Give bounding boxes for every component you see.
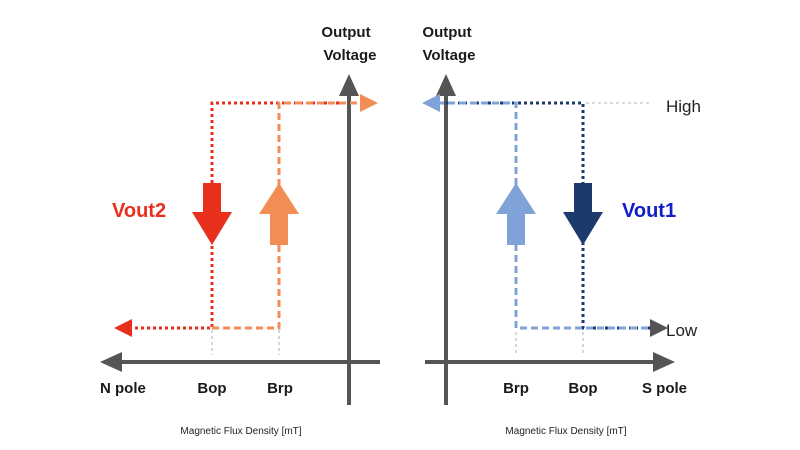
low-label: Low: [666, 321, 698, 340]
vout1-label: Vout1: [622, 200, 676, 222]
left-right-arrowhead: [360, 94, 378, 112]
right-x-axis-arrowhead: [653, 352, 675, 372]
right-release-curve: [436, 101, 648, 330]
high-label: High: [666, 97, 701, 116]
left-y-axis-title-line2: Voltage: [323, 47, 376, 64]
right-diagram: Output Voltage High Low Vout1 Brp Bop S …: [422, 24, 701, 437]
left-diagram: Output Voltage Vout2 N pole Bop Brp Magn…: [100, 24, 380, 437]
left-y-axis-title-line1: Output: [321, 24, 370, 41]
right-left-arrowhead: [422, 94, 440, 112]
left-bop-tick-label: Bop: [197, 380, 226, 397]
right-brp-tick-label: Brp: [503, 380, 529, 397]
right-y-axis-arrowhead: [436, 74, 456, 96]
right-y-axis-title-line1: Output: [422, 24, 471, 41]
right-s-pole-label: S pole: [642, 380, 687, 397]
right-up-arrow: [496, 183, 536, 245]
right-bop-tick-label: Bop: [568, 380, 597, 397]
right-caption: Magnetic Flux Density [mT]: [505, 426, 626, 437]
vout1-curve: [440, 101, 650, 330]
left-x-axis-arrowhead: [100, 352, 122, 372]
left-brp-tick-label: Brp: [267, 380, 293, 397]
vout1-down-arrow: [563, 183, 603, 245]
left-up-arrow: [259, 183, 299, 245]
right-y-axis-title-line2: Voltage: [422, 47, 475, 64]
vout2-down-arrow: [192, 183, 232, 245]
right-low-arrowhead: [650, 319, 668, 337]
vout2-left-arrowhead: [114, 319, 132, 337]
left-y-axis-arrowhead: [339, 74, 359, 96]
left-caption: Magnetic Flux Density [mT]: [180, 426, 301, 437]
vout2-label: Vout2: [112, 200, 166, 222]
left-n-pole-label: N pole: [100, 380, 146, 397]
